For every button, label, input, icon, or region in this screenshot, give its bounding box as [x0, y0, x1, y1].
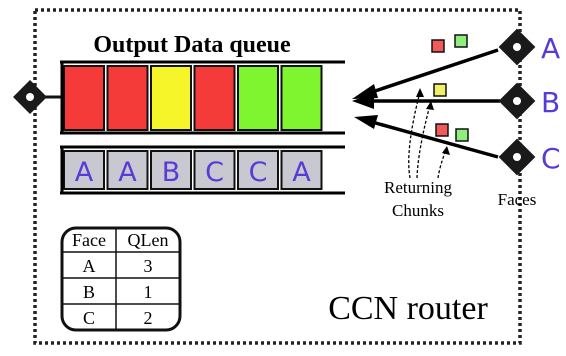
queue-title: Output Data queue — [93, 32, 291, 58]
pointer-head-a — [416, 88, 424, 97]
pointer-head-b — [426, 101, 434, 110]
chunk-square — [433, 83, 447, 97]
router-label: CCN router — [328, 290, 488, 327]
sequence-cell-label: A — [292, 157, 311, 188]
faces: ABC — [498, 28, 561, 176]
output-port-icon — [13, 80, 62, 114]
sequence-cell-label: A — [118, 157, 137, 188]
router-boundary — [33, 8, 522, 345]
qlen-header-cell: QLen — [128, 230, 169, 250]
face-label: A — [541, 32, 560, 65]
sequence-cell-label: C — [249, 157, 268, 188]
face-label: C — [541, 142, 561, 175]
chunk-square — [454, 34, 468, 48]
qlen-cell: 1 — [144, 282, 153, 302]
face-icon-a — [498, 28, 536, 66]
sequence-cell-label: B — [162, 157, 181, 188]
queue-rails — [60, 60, 345, 195]
output-data-queue — [60, 62, 323, 133]
returning-arrows — [352, 48, 500, 159]
sequence-cell — [63, 150, 105, 190]
chunk-square — [455, 128, 469, 142]
chunk-square — [431, 39, 445, 53]
returning-chunks — [431, 34, 469, 142]
sequence-cell — [237, 150, 279, 190]
sequence-cell — [106, 150, 149, 190]
sequence-cell-label: A — [75, 157, 94, 188]
pointer-head-c — [442, 146, 450, 155]
face-icon-c — [498, 138, 536, 176]
face-label: B — [541, 86, 560, 119]
chunks-label: Chunks — [392, 201, 444, 220]
returning-label: Returning — [384, 178, 452, 197]
queue-slot — [280, 65, 323, 131]
qlen-cell: A — [83, 256, 96, 276]
sequence-cell — [193, 150, 236, 190]
queue-slot — [106, 65, 149, 131]
queue-slot — [237, 65, 279, 131]
qlen-cell: B — [83, 282, 95, 302]
queue-slot — [63, 65, 105, 131]
queue-slot — [150, 65, 192, 131]
sequence-cell-label: C — [205, 157, 224, 188]
faces-label: Faces — [498, 190, 537, 209]
qlen-cell: 2 — [144, 308, 153, 328]
qlen-header-cell: Face — [72, 230, 106, 250]
face-icon-b — [498, 82, 536, 120]
sequence-cell — [150, 150, 192, 190]
chunk-square — [435, 123, 449, 137]
queue-slot — [193, 65, 236, 131]
sequence-cell — [280, 150, 323, 190]
qlen-cell: 3 — [144, 256, 153, 276]
qlen-cell: C — [83, 308, 95, 328]
